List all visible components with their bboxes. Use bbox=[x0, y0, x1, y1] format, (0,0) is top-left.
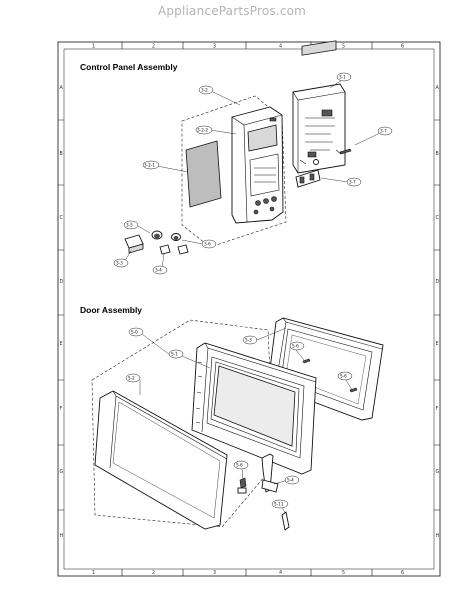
grid-row-label: F bbox=[60, 406, 63, 412]
callout-5-11: 5-11 bbox=[274, 502, 284, 507]
grid-row-label: H bbox=[60, 533, 64, 539]
grid-col-label: 4 bbox=[279, 44, 282, 50]
control-panel-callouts: 3-2 3-1 3-2-2 3-2-1 3-7 3-7 3-5 3-6 3-3 … bbox=[113, 72, 393, 275]
door-callouts: 5-0 5-3 5-1 5-2 5-6 5-6 5-6 5-4 5-11 bbox=[125, 327, 353, 509]
door-assembly-title: Door Assembly bbox=[80, 305, 142, 315]
latch-spring bbox=[281, 511, 290, 531]
door-frame bbox=[191, 342, 317, 475]
grid-row-label: D bbox=[60, 279, 64, 285]
door-latch bbox=[237, 453, 279, 494]
grid-col-label: 6 bbox=[401, 44, 404, 50]
callout-3-7-lower: 3-7 bbox=[349, 180, 356, 185]
grid-row-label: F bbox=[436, 406, 439, 412]
callout-5-2: 5-2 bbox=[128, 376, 135, 381]
grid-row-label: C bbox=[60, 215, 64, 221]
grid-columns-bottom: 1 2 3 4 5 6 bbox=[92, 570, 404, 576]
callout-3-3: 3-3 bbox=[116, 261, 123, 266]
callout-3-2: 3-2 bbox=[201, 88, 208, 93]
grid-row-label: C bbox=[436, 215, 440, 221]
callout-3-7-upper: 3-7 bbox=[380, 129, 387, 134]
grid-col-label: 3 bbox=[213, 44, 216, 50]
grid-rows-right: A B C D E F G H bbox=[436, 85, 440, 539]
callout-5-1: 5-1 bbox=[171, 352, 178, 357]
callout-5-6-upper: 5-6 bbox=[292, 344, 299, 349]
callout-5-4: 5-4 bbox=[287, 478, 294, 483]
screw-icon bbox=[302, 358, 311, 364]
grid-row-label: E bbox=[436, 341, 439, 347]
grid-col-label: 3 bbox=[213, 570, 216, 576]
grid-col-label: 5 bbox=[342, 570, 345, 576]
grid-col-label: 2 bbox=[152, 570, 155, 576]
control-panel-membrane bbox=[185, 140, 222, 208]
grid-col-label: 4 bbox=[279, 570, 282, 576]
drawing-frame-outer bbox=[57, 41, 441, 577]
screw-icon bbox=[339, 148, 352, 155]
control-unit-pcb bbox=[292, 40, 346, 174]
callout-3-2-1: 3-2-1 bbox=[144, 163, 155, 168]
grid-row-label: G bbox=[436, 469, 440, 475]
grid-rows-left: A B C D E F G H bbox=[60, 85, 64, 539]
control-knobs bbox=[124, 230, 189, 255]
grid-col-label: 5 bbox=[342, 44, 345, 50]
callout-5-0: 5-0 bbox=[131, 330, 138, 335]
grid-col-label: 1 bbox=[92, 44, 95, 50]
control-panel-frame bbox=[231, 106, 284, 224]
drawing-frame-inner bbox=[63, 48, 435, 570]
callout-3-1: 3-1 bbox=[339, 75, 346, 80]
watermark: AppliancePartsPros.com bbox=[157, 4, 307, 18]
grid-row-label: A bbox=[60, 85, 64, 91]
grid-row-label: G bbox=[60, 469, 64, 475]
grid-row-label: B bbox=[436, 151, 439, 157]
grid-col-label: 1 bbox=[92, 570, 95, 576]
grid-col-label: 6 bbox=[401, 570, 404, 576]
grid-columns-top: 1 2 3 4 5 6 bbox=[92, 44, 404, 50]
callout-3-2-2: 3-2-2 bbox=[197, 128, 208, 133]
grid-row-label: E bbox=[60, 341, 63, 347]
control-panel-assembly-boundary bbox=[181, 95, 287, 248]
callout-3-6: 3-6 bbox=[204, 242, 211, 247]
callout-5-6-mid: 5-6 bbox=[340, 374, 347, 379]
callout-5-3: 5-3 bbox=[245, 338, 252, 343]
switch-bracket bbox=[295, 159, 321, 188]
grid-row-label: B bbox=[60, 151, 63, 157]
door-front-panel bbox=[94, 390, 228, 530]
grid-row-label: A bbox=[436, 85, 440, 91]
screw-icon bbox=[349, 387, 358, 393]
callout-3-4: 3-4 bbox=[155, 268, 162, 273]
callout-5-6-lower: 5-6 bbox=[236, 463, 243, 468]
callout-3-5: 3-5 bbox=[126, 223, 133, 228]
control-panel-title: Control Panel Assembly bbox=[80, 62, 178, 72]
grid-row-label: D bbox=[436, 279, 440, 285]
grid-row-label: H bbox=[436, 533, 440, 539]
grid-col-label: 2 bbox=[152, 44, 155, 50]
